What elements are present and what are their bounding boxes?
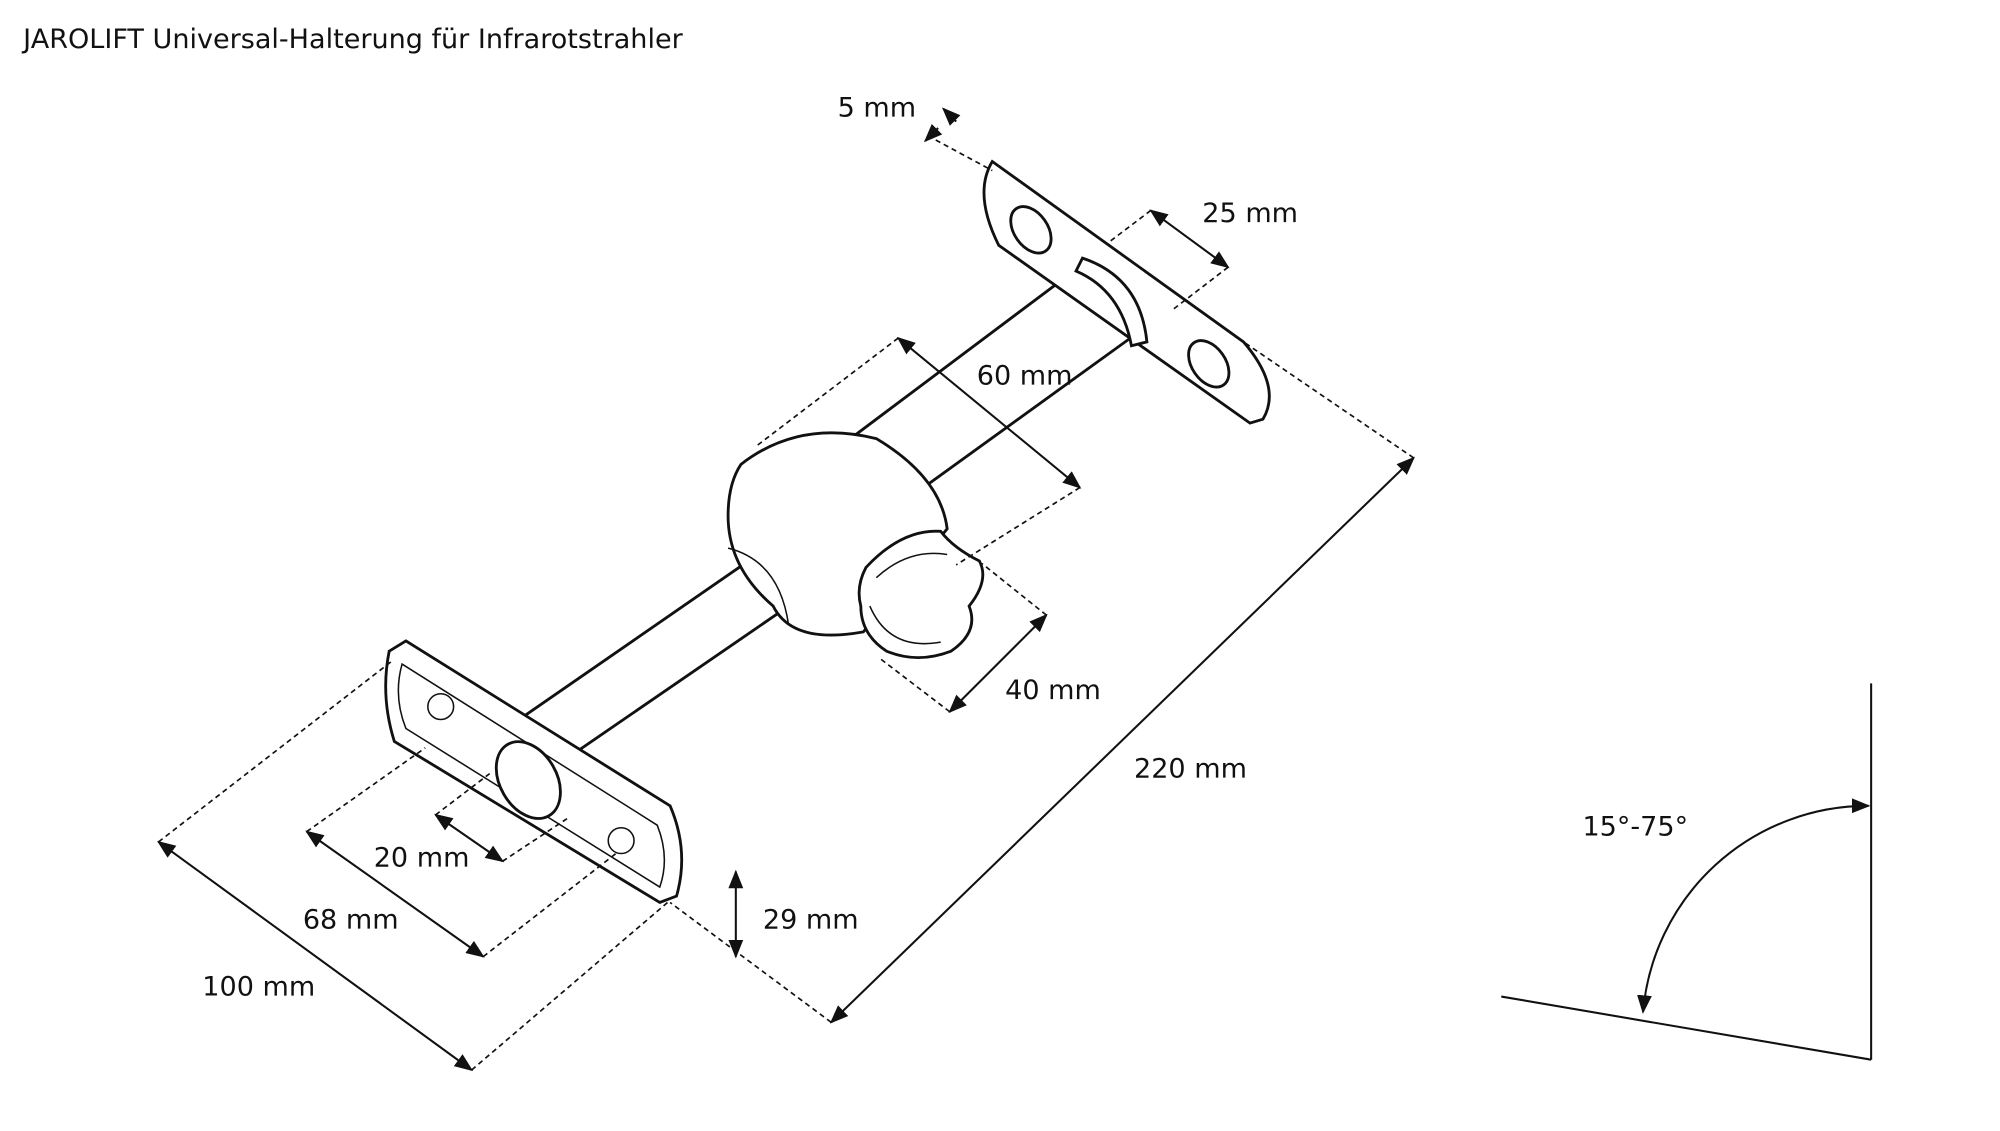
page-title: JAROLIFT Universal-Halterung für Infraro… [21, 24, 683, 55]
dim-plate-width: 25 mm [1202, 198, 1298, 229]
dim-total-length: 220 mm [1134, 753, 1247, 784]
angle-diagram [1501, 683, 1873, 1061]
dim-ball-length: 60 mm [977, 360, 1073, 391]
dim-hole-distance: 68 mm [303, 904, 399, 935]
dim-plate-length: 100 mm [202, 971, 315, 1002]
dimension-lines [157, 107, 1415, 1072]
dim-plate-thickness: 5 mm [838, 92, 917, 123]
dim-knob: 40 mm [1005, 675, 1101, 706]
dim-hole-center: 20 mm [374, 842, 470, 873]
bracket-drawing [384, 159, 1271, 905]
dim-plate-height: 29 mm [763, 904, 859, 935]
angle-label: 15°-75° [1582, 811, 1688, 842]
